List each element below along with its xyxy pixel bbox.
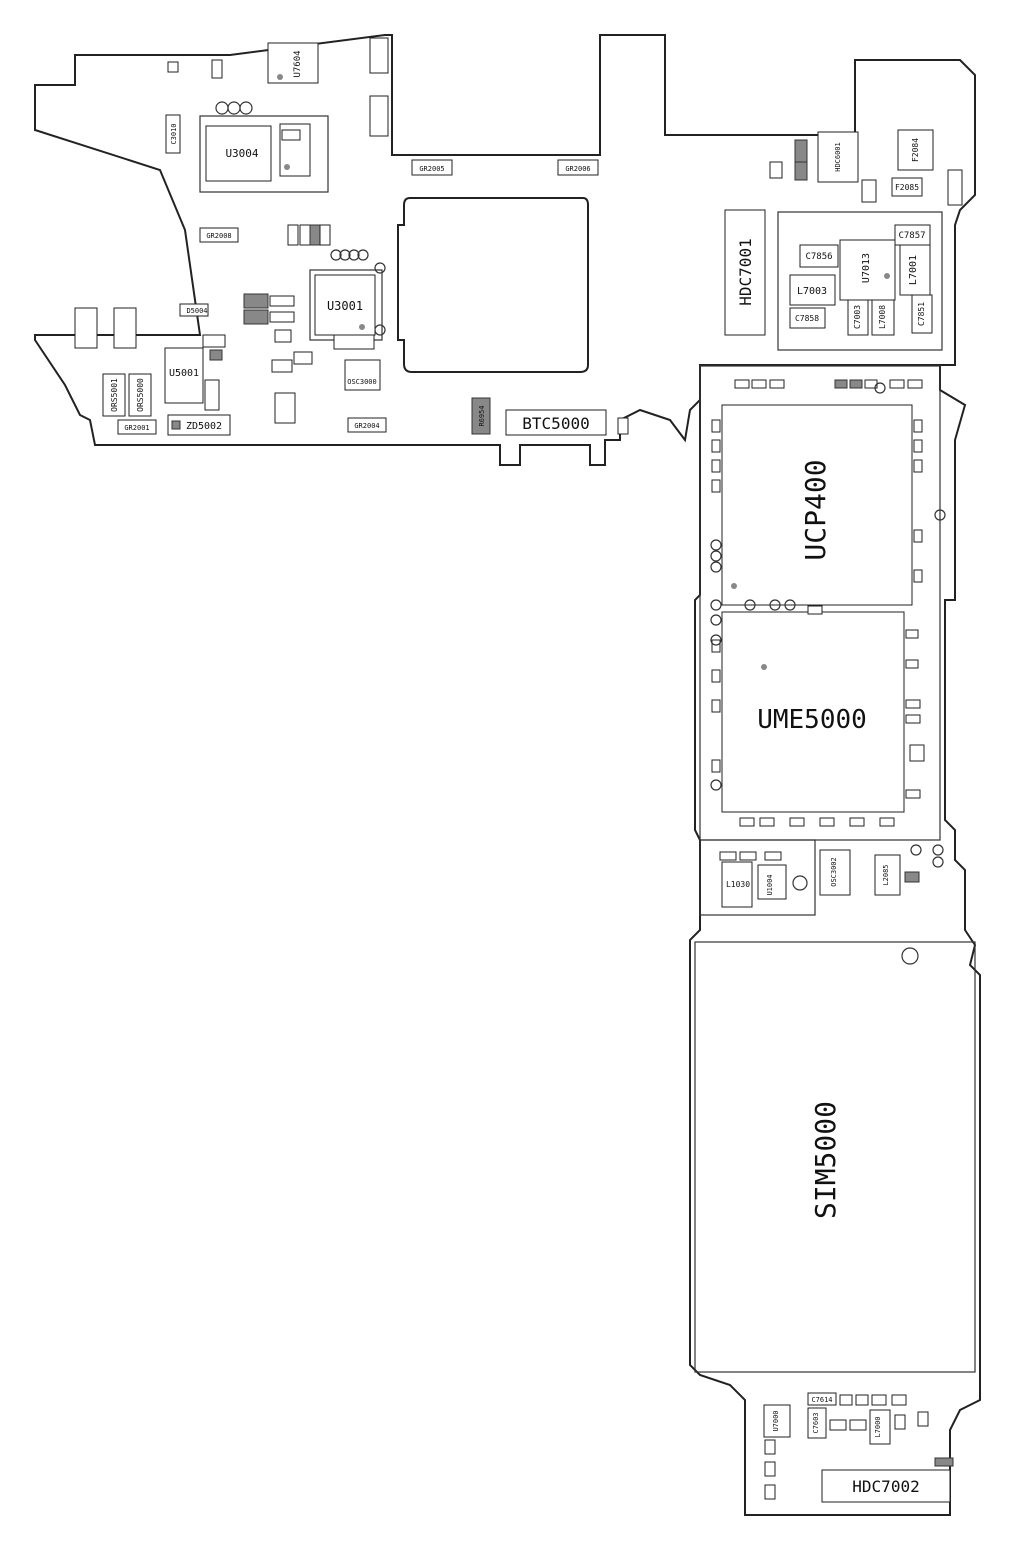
hdc7001-label: HDC7001 [736,238,755,305]
l2085-label: L2085 [882,864,890,885]
c7003-pad [847,299,869,336]
osc3002-label: OSC3002 [830,857,838,887]
f2084-pad [897,129,934,171]
l7008-label: L7008 [878,305,887,329]
mem-connector-2 [369,95,389,137]
ors5000-pad [128,373,152,417]
c7851-label: C7851 [917,302,926,326]
ume5000-chip [721,611,905,813]
ors5001-label: ORS5001 [110,378,119,412]
f2085-label: F2085 [895,183,919,192]
l1030-pad [721,861,753,908]
l7003-pad [789,274,836,306]
zd5002-label: ZD5002 [186,421,222,432]
hdc7002-connector [821,1469,951,1503]
u7000-chip [763,1404,791,1438]
gr2005-pad [411,159,453,176]
c7614-label: C7614 [811,1396,832,1404]
processor-shield [699,365,941,841]
osc3000-chip [344,359,381,391]
f2084-label: F2084 [911,138,920,162]
gr2001-pad [117,419,157,435]
c7851-pad [911,294,933,334]
u3004-chip [205,125,272,182]
c7856-pad [799,244,839,268]
osc3000-label: OSC3000 [347,378,377,386]
lower-cluster-shield [699,839,816,916]
d5004-label: D5004 [186,307,207,315]
zd5002-pad [167,414,231,436]
shield-cutout [397,197,589,373]
l1030-label: L1030 [726,880,750,889]
hdc7001-connector [724,209,766,336]
btc5000-connector [505,409,607,436]
ucp400-chip [721,404,913,606]
c7856-label: C7856 [805,252,832,262]
r6954-pad [471,397,491,435]
mem-connector-1 [369,37,389,74]
ucp400-label: UCP400 [799,459,832,560]
ucp400-decoupling-caps [710,379,946,615]
f2085-pad [891,177,923,197]
u7013-chip [839,239,896,301]
u1004-label: U1004 [766,874,774,895]
gr2006-label: GR2006 [565,165,590,173]
u7604-chip [267,42,319,84]
gr2005-label: GR2005 [419,165,444,173]
l7008-pad [871,299,895,336]
l7001-label: L7001 [908,255,919,285]
mic-2 [113,307,137,349]
u5001-chip [164,347,204,404]
osc3002-chip [819,849,851,896]
gr2006-pad [557,159,599,176]
gr2001-label: GR2001 [124,424,149,432]
gr2008-pad [199,227,239,243]
u5001-label: U5001 [169,368,199,379]
c7858-pad [789,307,826,329]
l7001-pad [899,244,931,296]
c7857-label: C7857 [898,231,925,241]
gr2008-label: GR2008 [206,232,231,240]
ume5000-label: UME5000 [757,705,867,735]
l2085-pad [874,854,901,896]
u7604-label: U7604 [293,50,303,77]
mic-1 [74,307,98,349]
btc5000-label: BTC5000 [522,414,589,433]
u7000-label: U7000 [772,1410,780,1431]
u3004-label: U3004 [225,147,258,160]
gr2004-pad [347,417,387,433]
ume5000-decoupling-caps [710,614,925,827]
u1004-chip [757,864,787,900]
sim5000-label: SIM5000 [809,1101,842,1219]
l7000-label: L7000 [874,1416,882,1437]
hdc6001-label: HDC6001 [834,142,842,172]
r6954-label: R6954 [478,405,486,426]
hdc6001-chip [817,131,859,183]
l7003-label: L7003 [797,286,827,297]
c7614-pad [807,1392,837,1406]
ors5000-label: ORS5000 [136,378,145,412]
c7603-label: C7603 [812,1412,820,1433]
u3001-chip [314,274,376,336]
c7603-pad [807,1407,827,1439]
c7003-label: C7003 [853,305,862,329]
hdc7002-label: HDC7002 [852,1477,919,1496]
c7858-label: C7858 [795,314,819,323]
u7013-label: U7013 [861,253,872,283]
u3001-label: U3001 [327,299,363,313]
sim5000-tray [694,941,976,1373]
u7013-area [777,211,943,351]
l7000-pad [869,1409,891,1445]
u3004-shield [199,115,329,193]
gr2004-label: GR2004 [354,422,379,430]
ors5001-pad [102,373,126,417]
c3010-label: C3010 [170,123,178,144]
